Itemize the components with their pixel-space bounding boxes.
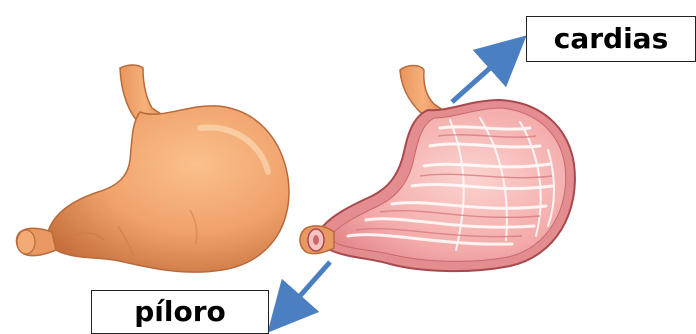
pyloric-sphincter	[300, 226, 334, 254]
external-stomach-body	[47, 106, 289, 272]
piloro-arrow	[284, 262, 330, 314]
piloro-label: píloro	[91, 290, 269, 334]
sectioned-stomach	[300, 66, 575, 272]
cardias-arrow	[452, 52, 508, 102]
external-stomach	[17, 65, 289, 272]
piloro-label-text: píloro	[134, 298, 226, 326]
cardias-label: cardias	[526, 16, 696, 62]
cardias-label-text: cardias	[554, 25, 669, 53]
